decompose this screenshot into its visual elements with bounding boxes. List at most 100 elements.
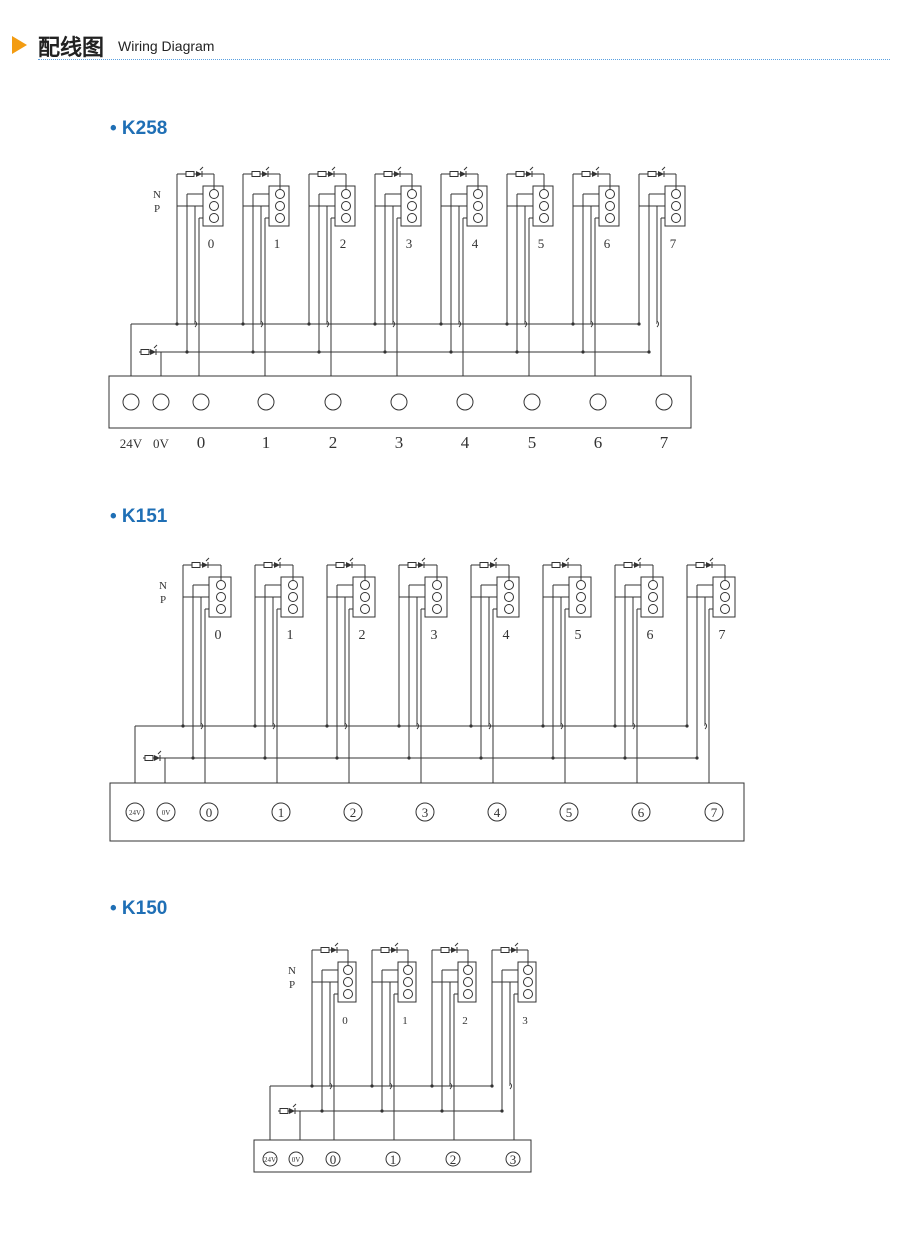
terminal-label: 6 bbox=[594, 433, 603, 452]
wire bbox=[157, 750, 162, 755]
pin-circle bbox=[605, 189, 615, 199]
led-icon bbox=[346, 562, 352, 568]
wire bbox=[514, 942, 519, 947]
channel-label: 7 bbox=[670, 236, 677, 251]
resistor-icon bbox=[551, 562, 561, 568]
arrow-icon bbox=[12, 36, 27, 54]
sensor-k150-2: 2 bbox=[430, 942, 477, 1151]
led-icon bbox=[592, 171, 598, 177]
pin-circle bbox=[523, 965, 533, 975]
led-icon bbox=[274, 562, 280, 568]
pin-circle bbox=[432, 592, 442, 602]
pin-circle bbox=[432, 580, 442, 590]
wire bbox=[153, 344, 158, 349]
pin-circle bbox=[403, 989, 413, 999]
channel-label: 3 bbox=[522, 1015, 528, 1027]
wire bbox=[637, 557, 642, 562]
sensor-k258-0: 0 NP bbox=[153, 166, 224, 394]
pin-circle bbox=[288, 580, 298, 590]
sensor-k258-2: 2 bbox=[307, 166, 356, 394]
terminal-label: 2 bbox=[450, 1152, 457, 1167]
wire bbox=[421, 557, 426, 562]
terminal-circle bbox=[487, 802, 507, 822]
sensor-k258-3: 3 bbox=[373, 166, 422, 394]
wire bbox=[277, 557, 282, 562]
pin-circle bbox=[360, 592, 370, 602]
resistor-icon bbox=[647, 171, 657, 177]
wire-crossover bbox=[704, 722, 707, 730]
channel-label: 6 bbox=[647, 628, 654, 643]
terminal-label: 24V bbox=[129, 809, 141, 817]
led-icon bbox=[331, 947, 337, 953]
sensor-k258-5: 5 bbox=[505, 166, 554, 394]
channel-label: 2 bbox=[359, 628, 366, 643]
pin-circle bbox=[671, 213, 681, 223]
terminal-circle bbox=[631, 802, 651, 822]
led-icon bbox=[451, 947, 457, 953]
n-label: N bbox=[159, 580, 167, 592]
pin-circle bbox=[473, 201, 483, 211]
terminal-label: 1 bbox=[390, 1152, 397, 1167]
pin-circle bbox=[648, 580, 658, 590]
wire bbox=[205, 557, 210, 562]
terminal-label: 24V bbox=[264, 1156, 276, 1164]
led-icon bbox=[634, 562, 640, 568]
channel-label: 2 bbox=[462, 1015, 468, 1027]
resistor-icon bbox=[251, 171, 261, 177]
led-icon bbox=[562, 562, 568, 568]
terminal-circle bbox=[122, 393, 140, 411]
sensor-k151-4: 4 bbox=[469, 557, 520, 804]
wire bbox=[529, 166, 534, 171]
p-label: P bbox=[154, 203, 160, 215]
pin-circle bbox=[576, 580, 586, 590]
terminal-circle bbox=[390, 393, 408, 411]
terminal-label: 0 bbox=[197, 433, 206, 452]
pin-circle bbox=[360, 604, 370, 614]
channel-label: 1 bbox=[274, 236, 281, 251]
channel-label: 0 bbox=[342, 1015, 348, 1027]
sensor-k151-6: 6 bbox=[613, 557, 664, 804]
resistor-icon bbox=[515, 171, 525, 177]
terminal-label: 1 bbox=[262, 433, 271, 452]
terminal-circle bbox=[257, 393, 275, 411]
terminal-label: 0V bbox=[292, 1156, 301, 1164]
n-label: N bbox=[153, 189, 161, 201]
pin-circle bbox=[504, 604, 514, 614]
wire bbox=[199, 166, 204, 171]
sensor-k150-1: 1 bbox=[370, 942, 417, 1151]
channel-label: 3 bbox=[406, 236, 413, 251]
resistor-icon bbox=[479, 562, 489, 568]
n-label: N bbox=[288, 965, 296, 977]
terminal-circle bbox=[156, 802, 176, 822]
pin-circle bbox=[463, 965, 473, 975]
pin-circle bbox=[432, 604, 442, 614]
wire bbox=[709, 557, 714, 562]
terminal-label: 3 bbox=[395, 433, 404, 452]
pin-circle bbox=[576, 604, 586, 614]
resistor-icon bbox=[380, 947, 390, 953]
led-icon bbox=[289, 1108, 295, 1114]
terminal-circle bbox=[445, 1151, 461, 1167]
pin-circle bbox=[671, 201, 681, 211]
pin-circle bbox=[605, 213, 615, 223]
page-title-cn: 配线图 bbox=[38, 36, 105, 61]
terminal-label: 7 bbox=[660, 433, 669, 452]
led-icon bbox=[262, 171, 268, 177]
p-label: P bbox=[289, 979, 295, 991]
page-title-en: Wiring Diagram bbox=[118, 38, 215, 54]
terminal-label: 1 bbox=[278, 805, 285, 820]
pin-circle bbox=[473, 213, 483, 223]
header-divider bbox=[38, 59, 890, 60]
led-icon bbox=[150, 349, 156, 355]
channel-label: 1 bbox=[287, 628, 294, 643]
pin-circle bbox=[539, 201, 549, 211]
channel-label: 5 bbox=[575, 628, 582, 643]
pin-circle bbox=[648, 592, 658, 602]
channel-label: 0 bbox=[208, 236, 215, 251]
pin-circle bbox=[504, 592, 514, 602]
wire bbox=[265, 166, 270, 171]
led-icon bbox=[490, 562, 496, 568]
